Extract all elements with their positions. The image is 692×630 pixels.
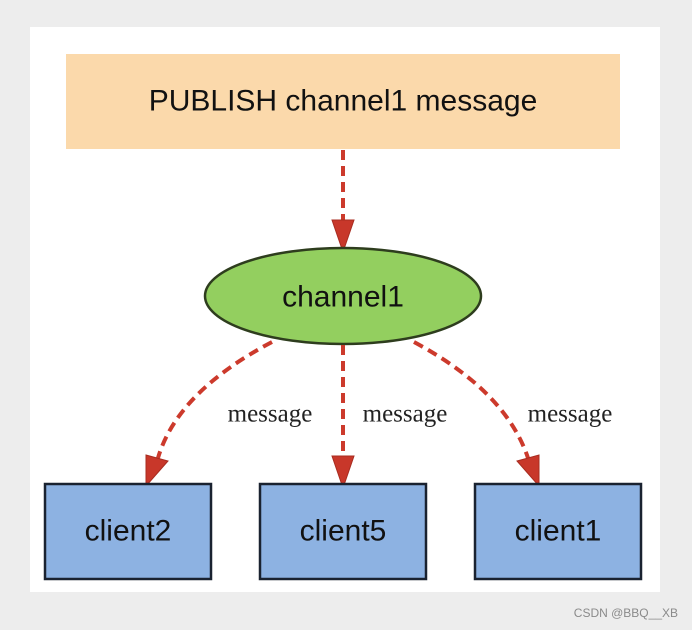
edge-channel-to-client1 <box>413 340 540 488</box>
client-box <box>258 482 428 581</box>
publish-node: PUBLISH channel1 message <box>66 54 620 149</box>
channel-node-label: channel1 <box>282 281 404 314</box>
client-label: client2 <box>85 515 172 548</box>
channel-node-ellipse <box>203 246 483 346</box>
client-box <box>43 482 213 581</box>
edge-label-client5: message <box>363 401 448 428</box>
client-node-client1: client1 <box>473 482 643 581</box>
edge-channel-to-client5 <box>331 345 355 490</box>
client-node-client5: client5 <box>258 482 428 581</box>
edge-publish-to-channel <box>331 150 355 254</box>
edge-line <box>156 340 273 459</box>
edge-label-client2: message <box>228 401 313 428</box>
publish-node-label: PUBLISH channel1 message <box>149 85 538 118</box>
arrowhead <box>516 454 540 488</box>
arrowhead <box>145 454 169 488</box>
watermark: CSDN @BBQ__XB <box>573 606 678 620</box>
edge-channel-to-client2 <box>145 340 273 488</box>
arrowhead <box>331 455 355 490</box>
edge-label-client1: message <box>528 401 613 428</box>
arrowhead <box>331 219 355 254</box>
channel-node: channel1 <box>203 246 483 346</box>
client-box <box>473 482 643 581</box>
client-label: client1 <box>515 515 602 548</box>
publish-node-box <box>66 54 620 149</box>
client-node-client2: client2 <box>43 482 213 581</box>
client-label: client5 <box>300 515 387 548</box>
edge-line <box>413 340 530 459</box>
